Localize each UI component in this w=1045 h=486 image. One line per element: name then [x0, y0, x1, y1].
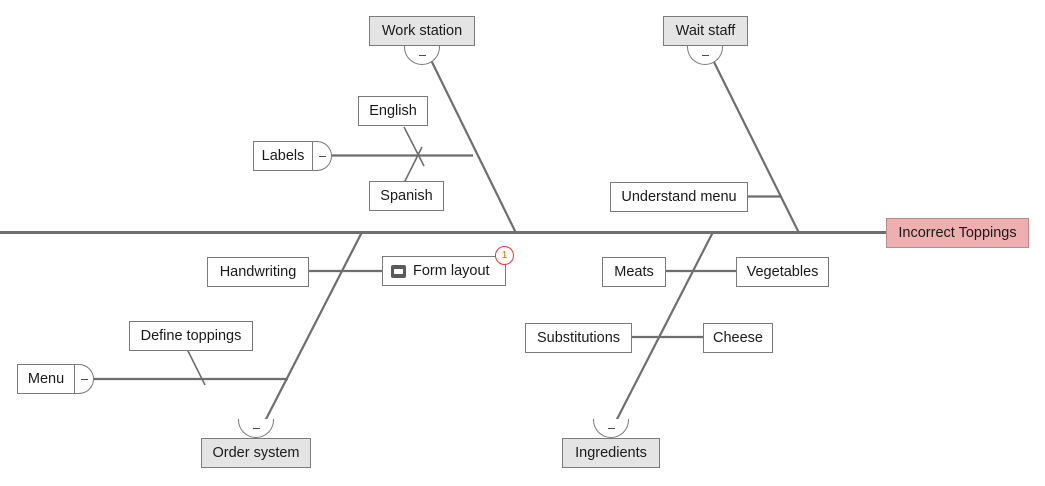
cause-label-cheese: Cheese	[713, 329, 763, 346]
cause-label-english: English	[369, 102, 417, 119]
category-node-order-system[interactable]: Order system	[201, 438, 311, 468]
cause-node-substitutions[interactable]: Substitutions	[525, 323, 632, 353]
category-label-work-station: Work station	[381, 22, 463, 39]
category-label-order-system: Order system	[212, 444, 300, 461]
cause-label-understand-menu: Understand menu	[621, 188, 737, 205]
cause-node-form-layout[interactable]: Form layout	[382, 256, 506, 286]
cause-node-spanish[interactable]: Spanish	[369, 181, 444, 211]
cause-node-understand-menu[interactable]: Understand menu	[610, 182, 748, 212]
bone-work-station	[429, 57, 517, 234]
minus-icon	[607, 427, 615, 429]
cause-label-menu: Menu	[27, 370, 65, 387]
cause-node-labels[interactable]: Labels	[253, 141, 313, 171]
cause-node-english[interactable]: English	[358, 96, 428, 126]
bone-ingredients	[612, 231, 714, 428]
comment-count-badge[interactable]: 1	[495, 246, 514, 265]
cause-label-vegetables: Vegetables	[746, 263, 819, 280]
twig-spanish	[402, 146, 423, 186]
cause-label-labels: Labels	[261, 147, 305, 164]
cause-node-meats[interactable]: Meats	[602, 257, 666, 287]
minus-icon	[701, 54, 709, 56]
bone-wait-staff	[711, 57, 800, 234]
cause-node-vegetables[interactable]: Vegetables	[736, 257, 829, 287]
cause-label-meats: Meats	[614, 263, 654, 280]
category-label-ingredients: Ingredients	[575, 444, 647, 461]
cause-label-handwriting: Handwriting	[219, 263, 297, 280]
cause-label-spanish: Spanish	[380, 187, 433, 204]
twig-define-toppings	[185, 346, 206, 386]
minus-icon	[80, 378, 88, 380]
minus-icon	[418, 54, 426, 56]
category-label-wait-staff: Wait staff	[675, 22, 736, 39]
note-icon	[391, 264, 406, 278]
bone-order-system	[261, 231, 363, 428]
cause-node-menu[interactable]: Menu	[17, 364, 75, 394]
minus-icon	[318, 155, 326, 157]
cause-label-substitutions: Substitutions	[536, 329, 621, 346]
category-node-work-station[interactable]: Work station	[369, 16, 475, 46]
cause-node-handwriting[interactable]: Handwriting	[207, 257, 309, 287]
category-node-wait-staff[interactable]: Wait staff	[663, 16, 748, 46]
comment-count-value: 1	[501, 249, 508, 262]
cause-node-define-toppings[interactable]: Define toppings	[129, 321, 253, 351]
cause-label-form-layout: Form layout	[413, 262, 490, 279]
category-node-ingredients[interactable]: Ingredients	[562, 438, 660, 468]
twig-english	[403, 126, 425, 167]
cause-node-cheese[interactable]: Cheese	[703, 323, 773, 353]
effect-node[interactable]: Incorrect Toppings	[886, 218, 1029, 248]
minus-icon	[252, 427, 260, 429]
cause-label-define-toppings: Define toppings	[140, 327, 242, 344]
effect-label: Incorrect Toppings	[898, 224, 1017, 241]
